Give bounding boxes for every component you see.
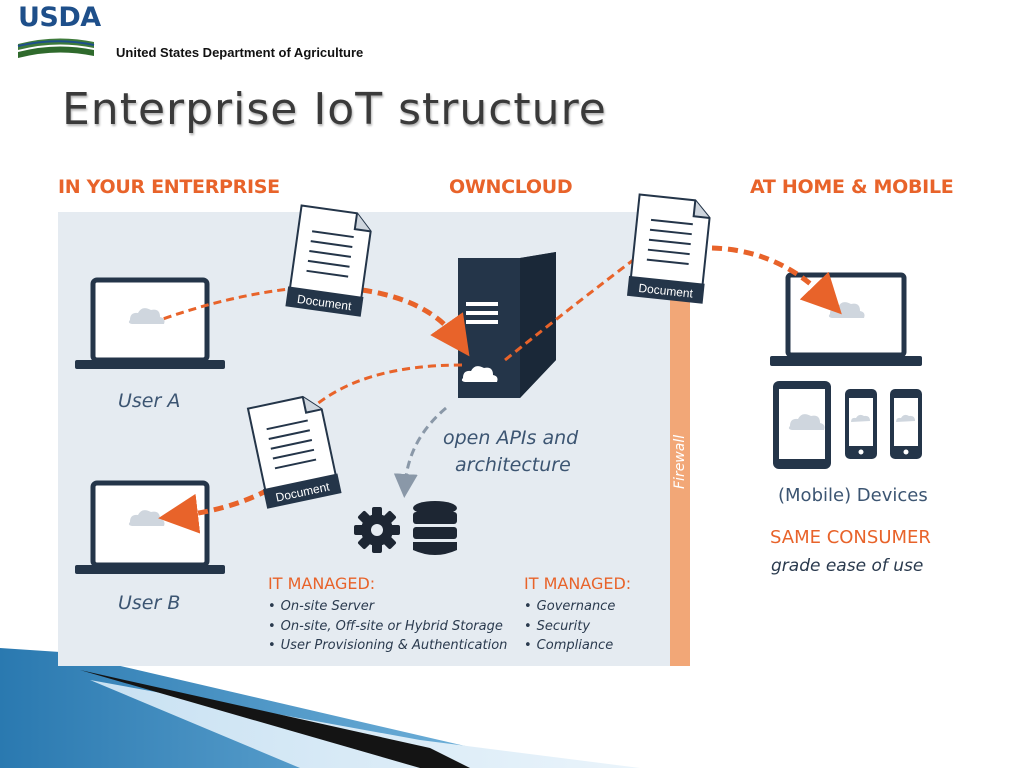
decorative-swoosh [0, 648, 640, 768]
database-icon [413, 501, 457, 555]
open-apis-caption-line-2: architecture [455, 454, 571, 476]
laptop-user-a-icon [75, 277, 225, 369]
arrow-server-to-doc-b [308, 363, 463, 412]
department-name: United States Department of Agriculture [116, 45, 364, 60]
arrow-doc-to-monitor [711, 245, 842, 315]
it-managed-list-left: On-site Server On-site, Off-site or Hybr… [268, 597, 508, 656]
usda-logo [17, 38, 95, 58]
open-apis-caption-line-1: open APIs and [443, 427, 579, 449]
arrow-doc-to-user-b [158, 487, 270, 534]
document-icon: Document [285, 204, 372, 317]
document-icon: Document [246, 395, 342, 509]
desktop-monitor-icon [770, 272, 922, 366]
list-item: Security [524, 617, 615, 637]
open-apis-caption: open APIs and architecture [443, 425, 578, 479]
phone-icon [845, 389, 877, 459]
section-heading-home-mobile: AT HOME & MOBILE [750, 176, 954, 198]
server-icon [458, 252, 556, 398]
consumer-heading: SAME CONSUMER [770, 527, 931, 548]
firewall-bar [670, 300, 690, 666]
user-b-label: User B [118, 592, 181, 614]
mobile-devices-label: (Mobile) Devices [778, 485, 928, 506]
laptop-user-b-icon [75, 480, 225, 574]
list-item: Governance [524, 597, 616, 617]
usda-logo-text: USDA [18, 2, 101, 33]
user-a-label: User A [118, 390, 181, 412]
it-managed-heading-right: IT MANAGED: [524, 574, 632, 593]
phone-icon [890, 389, 922, 459]
it-managed-list-right: Governance Security Compliance [524, 597, 616, 656]
arrow-server-to-storage [393, 406, 447, 498]
document-label: Document [638, 281, 695, 301]
document-icon: Document [626, 193, 711, 304]
gear-icon [354, 507, 400, 553]
slide-title: Enterprise IoT structure [62, 84, 607, 135]
list-item: Compliance [524, 636, 615, 656]
arrow-doc-to-user-a [159, 286, 299, 322]
list-item: User Provisioning & Authentication [268, 636, 508, 656]
list-item: On-site, Off-site or Hybrid Storage [268, 617, 507, 637]
section-heading-owncloud: OWNCLOUD [449, 176, 573, 198]
section-heading-enterprise: IN YOUR ENTERPRISE [58, 176, 280, 198]
list-item: On-site Server [268, 597, 507, 617]
consumer-subtitle: grade ease of use [771, 556, 924, 576]
tablet-icon [773, 381, 831, 469]
arrow-doc-to-server [361, 287, 470, 357]
it-managed-heading-left: IT MANAGED: [268, 574, 376, 593]
